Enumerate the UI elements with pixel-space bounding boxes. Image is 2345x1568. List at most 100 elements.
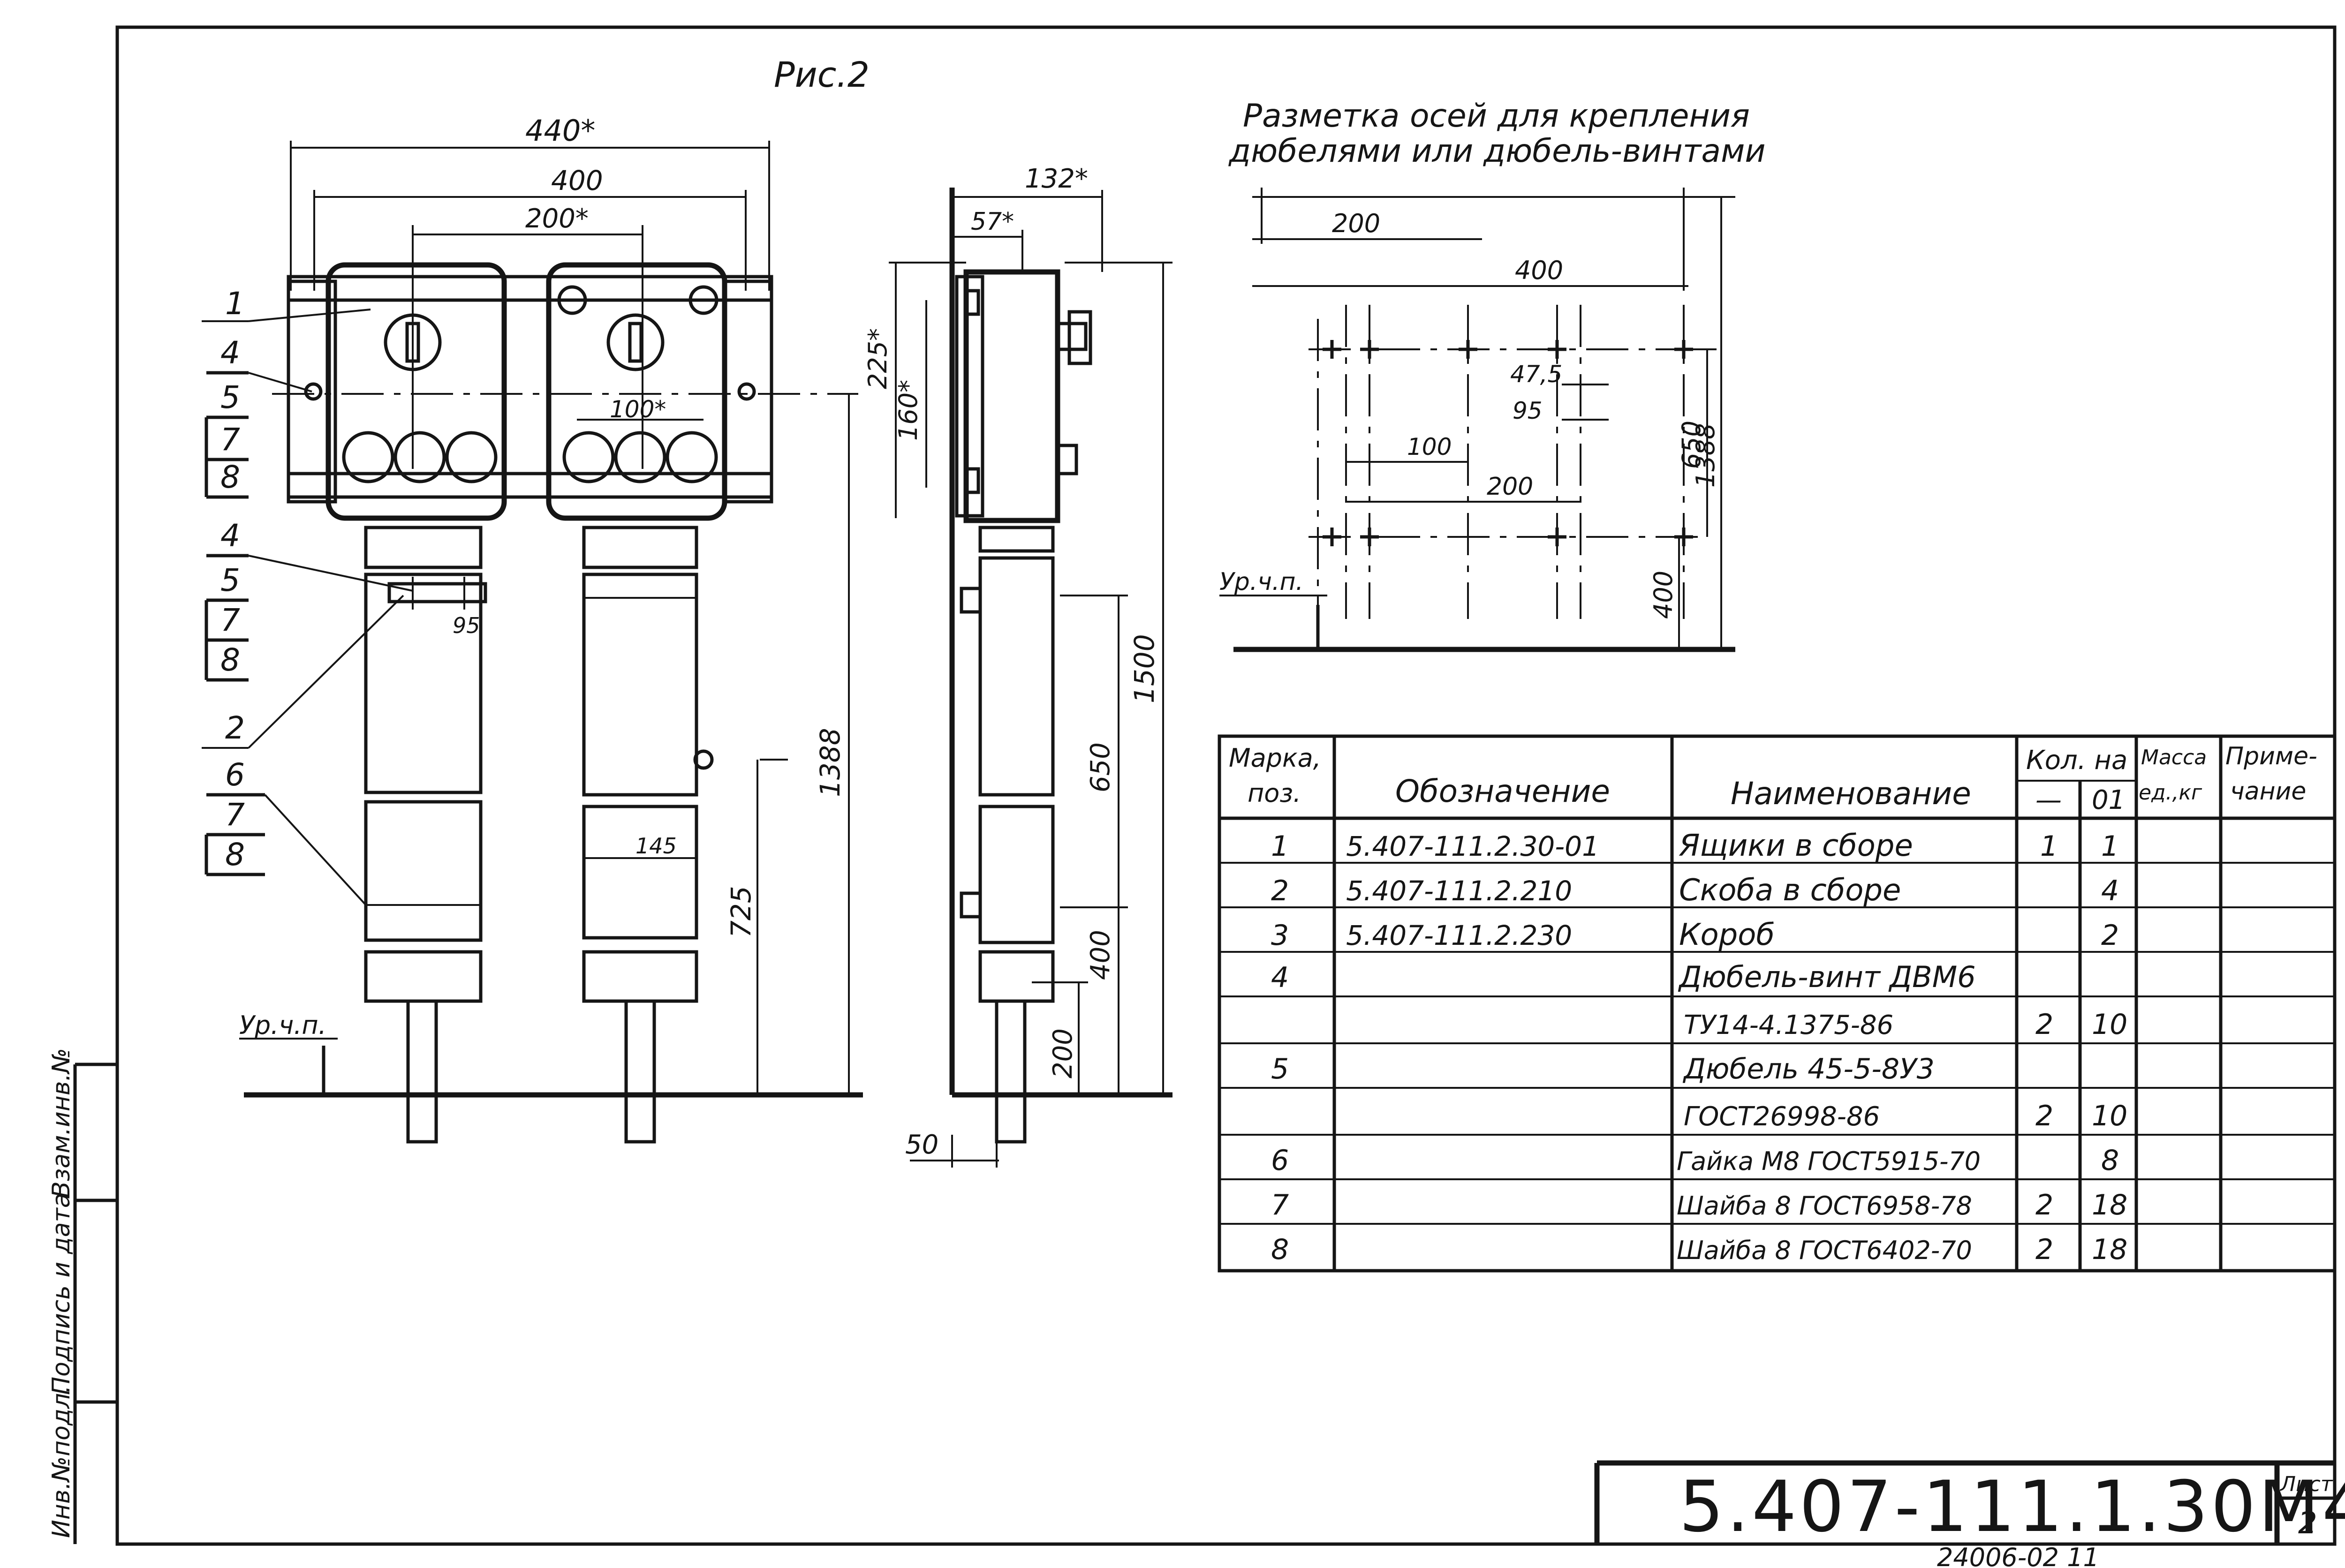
row-2-name: Скоба в сборе <box>1679 873 1901 908</box>
dim-inner-spacing: 100* <box>610 396 666 423</box>
document-code: 5.407-111.1.30М4 <box>1679 1466 2345 1548</box>
row-1-qty-b: 1 <box>2101 830 2119 863</box>
row-7-qty-a: 2 <box>2035 1100 2053 1132</box>
title-block: 5.407-111.1.30М4 Лист 2 24006-02 11 <box>1594 1460 2345 1568</box>
row-10-name: Шайба 8 ГОСТ6402-70 <box>1677 1236 1972 1265</box>
row-3-mark: 3 <box>1271 919 1289 952</box>
table-row: 2 5.407-111.2.210 Скоба в сборе 4 <box>1271 873 2119 908</box>
callout-group-bottom: 6 7 8 <box>204 757 367 906</box>
dim-height-650: 650 <box>1085 742 1116 792</box>
table-row: ТУ14-4.1375-86 2 10 <box>1684 1008 2127 1041</box>
row-5-qty-a: 2 <box>2035 1008 2053 1041</box>
header-qty-a: — <box>2035 785 2062 815</box>
mark-dim-h650: 650 <box>1677 421 1706 469</box>
header-note: Приме-чание <box>2225 742 2317 806</box>
dim-offset-57: 57* <box>971 208 1014 236</box>
row-3-qty-b: 2 <box>2101 919 2119 952</box>
callout-8a: 8 <box>220 459 240 495</box>
row-9-qty-a: 2 <box>2035 1189 2053 1221</box>
dim-depth-132: 132* <box>1025 164 1088 194</box>
callout-8c: 8 <box>225 837 245 873</box>
table-row: 7 Шайба 8 ГОСТ6958-78 2 18 <box>1271 1189 2127 1221</box>
header-qty: Кол. на <box>2026 745 2127 776</box>
row-7-qty-b: 10 <box>2092 1100 2127 1132</box>
row-2-designation: 5.407-111.2.210 <box>1346 875 1572 907</box>
table-row: 4 Дюбель-винт ДВМ6 <box>1271 960 1976 994</box>
callout-7c: 7 <box>225 797 245 833</box>
dim-base-50: 50 <box>905 1130 938 1160</box>
row-9-mark: 7 <box>1271 1189 1289 1221</box>
callout-5a: 5 <box>220 379 240 415</box>
mark-dim-200b: 200 <box>1487 473 1533 501</box>
dim-height-160: 160* <box>893 380 923 441</box>
row-4-mark: 4 <box>1271 961 1289 994</box>
dim-axis-spacing: 200* <box>525 204 589 234</box>
callout-4b: 4 <box>220 518 240 554</box>
table-row: 5 Дюбель 45-5-8У3 <box>1271 1053 1935 1086</box>
dim-box-width-small: 145 <box>635 833 677 859</box>
header-qty-b: 01 <box>2092 785 2125 815</box>
row-6-name: Дюбель 45-5-8У3 <box>1682 1053 1935 1086</box>
callout-group-lower: 4 5 7 8 <box>204 518 413 682</box>
front-floor-label: Ур.ч.п. <box>239 1010 326 1040</box>
dim-height-725: 725 <box>725 886 757 938</box>
spec-table: Марка,поз. Обозначение Наименование Кол.… <box>1218 734 2337 1273</box>
marking-title-line2: дюбелями или дюбель-винтами <box>1228 133 1766 170</box>
marking-title-line1: Разметка осей для крепления <box>1243 98 1750 135</box>
row-5-qty-b: 10 <box>2092 1008 2127 1041</box>
mark-dim-95: 95 <box>1513 397 1543 424</box>
callout-5b: 5 <box>220 562 240 598</box>
front-view: 440* 400 200* <box>239 113 863 1144</box>
row-1-qty-a: 1 <box>2040 830 2058 863</box>
row-3-designation: 5.407-111.2.230 <box>1346 920 1572 951</box>
row-10-mark: 8 <box>1271 1233 1289 1266</box>
dim-box-width: 400 <box>551 165 603 196</box>
side-view: 132* 57* 225* 160* 1500 650 400 200 50 <box>863 164 1172 1168</box>
stamp-signature-date: Подпись и дата <box>47 1193 76 1395</box>
table-row: 8 Шайба 8 ГОСТ6402-70 2 18 <box>1271 1233 2127 1266</box>
marking-diagram: Разметка осей для крепления дюбелями или… <box>1219 98 1766 652</box>
mark-dim-h1388: 1388 <box>1691 423 1720 488</box>
callout-8b: 8 <box>220 642 240 678</box>
side-stamp: Взам.инв.№ Подпись и дата Инв.№подл. <box>47 1048 76 1538</box>
mark-floor-label: Ур.ч.п. <box>1219 568 1303 596</box>
row-1-mark: 1 <box>1271 830 1289 863</box>
callout-6: 6 <box>225 757 245 793</box>
row-9-qty-b: 18 <box>2092 1189 2127 1221</box>
row-9-name: Шайба 8 ГОСТ6958-78 <box>1677 1191 1972 1221</box>
table-row: 1 5.407-111.2.30-01 Ящики в сборе 1 1 <box>1271 829 2119 863</box>
row-2-mark: 2 <box>1271 874 1289 907</box>
mark-dim-100: 100 <box>1407 433 1452 460</box>
row-8-qty-b: 8 <box>2101 1144 2119 1177</box>
row-1-name: Ящики в сборе <box>1679 829 1913 863</box>
row-10-qty-b: 18 <box>2092 1233 2127 1266</box>
header-mark: Марка,поз. <box>1229 743 1321 808</box>
row-7-name: ГОСТ26998-86 <box>1684 1101 1880 1132</box>
dim-height-225: 225* <box>863 328 893 389</box>
mark-dim-475: 47,5 <box>1510 361 1562 388</box>
dim-slot-offset: 95 <box>453 613 480 638</box>
figure-caption: Рис.2 <box>774 55 870 95</box>
sheet-label: Лист <box>2279 1472 2333 1496</box>
dim-height-1500: 1500 <box>1128 634 1160 703</box>
header-name: Наименование <box>1731 776 1971 812</box>
inventory-number: 24006-02 11 <box>1937 1543 2099 1568</box>
callout-7a: 7 <box>220 422 240 458</box>
callout-group-upper: 4 5 7 8 <box>204 335 312 499</box>
mark-dim-h400: 400 <box>1649 571 1678 619</box>
mark-dim-w400: 400 <box>1515 256 1563 285</box>
stamp-replace-inv: Взам.инв.№ <box>47 1048 76 1198</box>
row-10-qty-a: 2 <box>2035 1233 2053 1266</box>
row-1-designation: 5.407-111.2.30-01 <box>1346 830 1599 862</box>
callout-1: 1 <box>225 286 245 322</box>
row-8-mark: 6 <box>1271 1144 1289 1177</box>
sheet-frame <box>73 25 2337 1546</box>
dim-height-400: 400 <box>1085 930 1116 980</box>
row-3-name: Короб <box>1679 918 1775 952</box>
callout-2: 2 <box>225 710 245 746</box>
callouts: 1 4 5 7 8 4 5 7 8 2 <box>202 286 413 906</box>
dim-height-200: 200 <box>1048 1028 1078 1078</box>
sheet-number: 2 <box>2298 1506 2317 1541</box>
